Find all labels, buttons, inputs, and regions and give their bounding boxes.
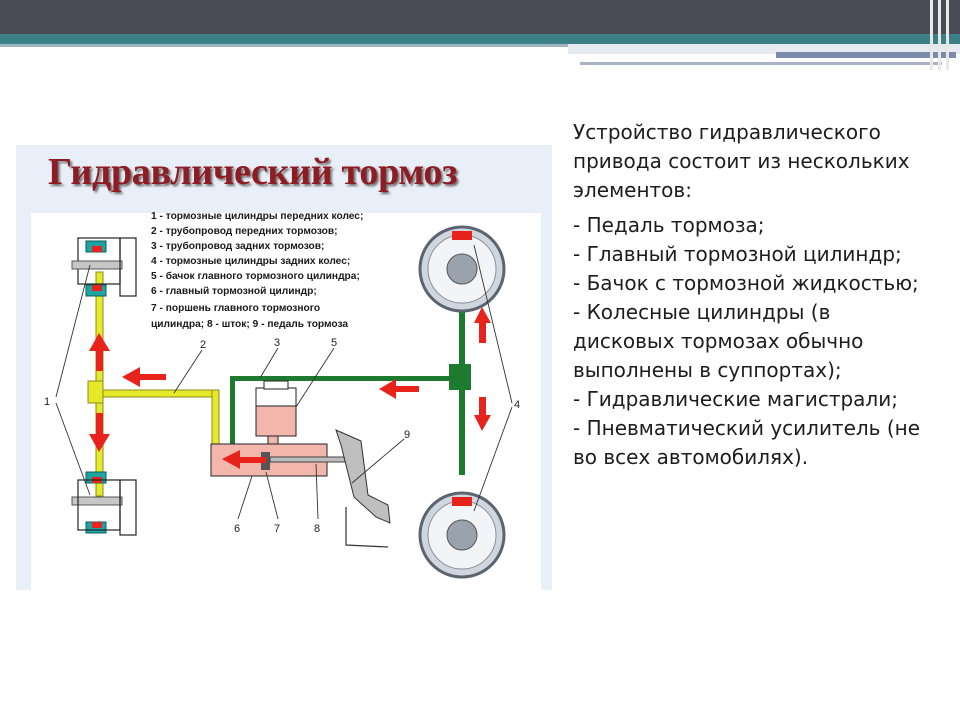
slide-corner-line [946,0,949,70]
rear-brake-line [230,260,471,475]
callout-8: 8 [314,523,320,535]
brake-reservoir [255,380,297,445]
list-item: - Колесные цилиндры (в дисковых тормозах… [573,300,864,382]
callout-6: 6 [234,523,240,535]
list-item: - Бачок с тормозной жидкостью; [573,271,919,295]
pushrod [269,456,353,463]
list-item: - Пневматический усилитель (не во всех а… [573,416,921,469]
slide-right-accent [776,52,956,58]
list-item: - Гидравлические магистрали; [573,387,898,411]
callout-5: 5 [331,337,337,349]
front-brake-line [87,271,220,497]
legend-line: 2 - трубопровод передних тормозов; [151,225,338,237]
hydraulic-brake-diagram: 1 - тормозные цилиндры передних колес; 2… [44,211,520,579]
legend-line: 6 - главный тормозной цилиндр; [151,286,317,297]
rear-line-tee [449,364,471,390]
callout-2: 2 [200,339,206,351]
rear-drum-upper [418,225,506,313]
callout-1: 1 [44,396,50,408]
callout-4: 4 [514,399,520,411]
slide-corner-line [930,0,933,70]
callout-9: 9 [404,429,410,441]
intro-paragraph: Устройство гидравлического привода состо… [573,120,910,202]
legend-line: 3 - трубопровод задних тормозов; [151,240,324,252]
slide-right-band [568,44,960,54]
slide-top-line [0,44,568,47]
legend-line: 4 - тормозные цилиндры задних колес; [151,256,350,267]
callout-3: 3 [274,337,280,349]
list-item: - Педаль тормоза; [573,213,765,237]
callout-7: 7 [274,523,280,535]
figure-title: Гидравлический тормоз [48,151,458,193]
callout-leaders [55,244,513,520]
legend-line: цилиндра; 8 - шток; 9 - педаль тормоза [151,319,348,330]
slide-top-stripe [0,34,960,44]
front-wheel-upper [71,237,137,297]
diagram-legend: 1 - тормозные цилиндры передних колес; 2… [151,211,363,330]
callout-numbers: 1 2 3 5 4 6 7 8 9 [44,337,520,535]
slide-right-line [580,62,942,65]
legend-line: 1 - тормозные цилиндры передних колес; [151,211,363,222]
front-wheel-lower [71,471,137,536]
legend-line: 5 - бачок главного тормозного цилиндра; [151,270,360,282]
slide-corner-line [938,0,941,70]
rear-drum-lower [418,491,506,579]
legend-line: 7 - поршень главного тормозного [151,303,320,314]
slide-top-bar [0,0,960,34]
description-text: Устройство гидравлического привода состо… [573,118,933,472]
list-item: - Главный тормозной цилиндр; [573,242,902,266]
brake-pedal [335,429,391,548]
flow-arrows [89,307,491,469]
